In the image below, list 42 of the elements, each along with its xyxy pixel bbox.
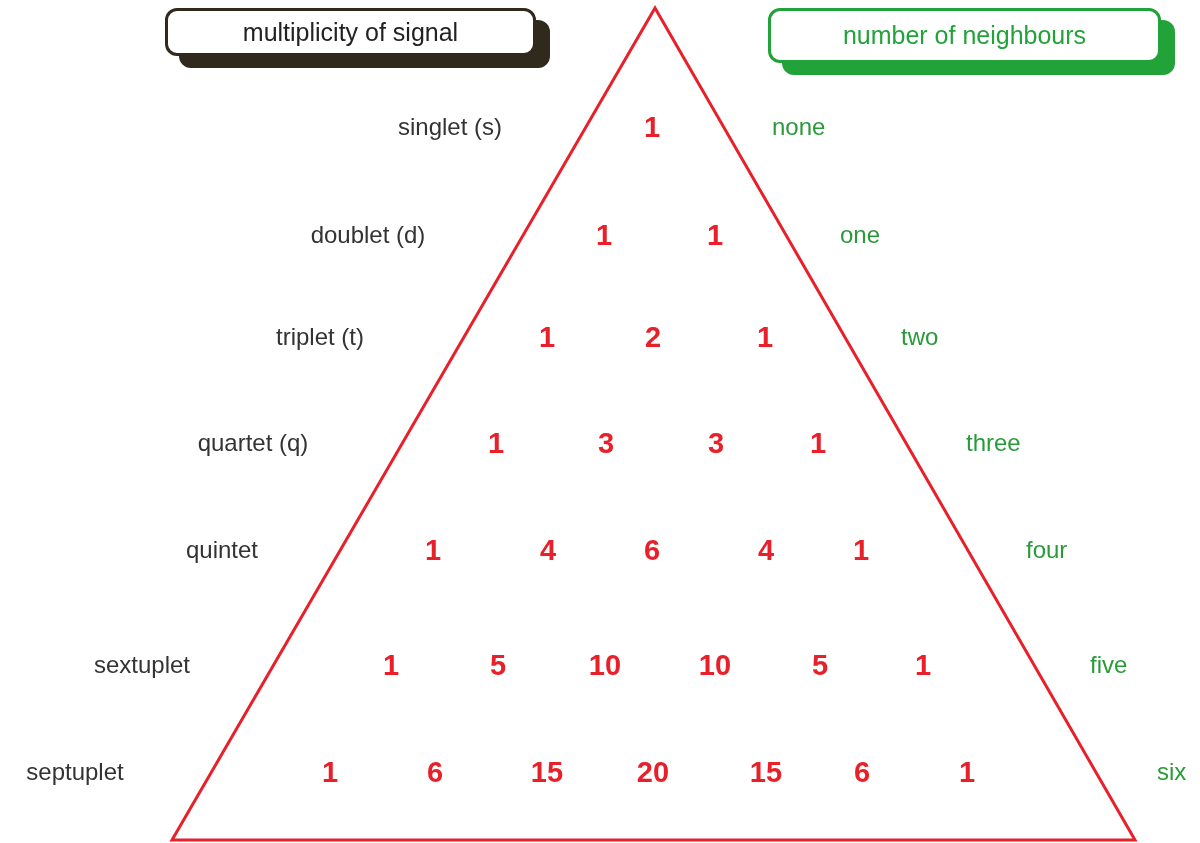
coefficient-number: 3 (597, 426, 615, 460)
coefficient-number: 1 (706, 218, 724, 252)
coefficient-number: 1 (958, 755, 976, 789)
multiplicity-label: quartet (q) (197, 429, 309, 457)
multiplicity-label: quintet (185, 536, 259, 564)
coefficient-number: 1 (809, 426, 827, 460)
coefficient-number: 1 (487, 426, 505, 460)
coefficient-number: 4 (539, 533, 557, 567)
coefficient-number: 1 (538, 320, 556, 354)
neighbour-count-label: six (1157, 758, 1187, 786)
coefficient-number: 10 (698, 648, 732, 682)
multiplicity-label: singlet (s) (398, 113, 502, 141)
coefficient-number: 1 (756, 320, 774, 354)
coefficient-number: 1 (595, 218, 613, 252)
coefficient-number: 3 (707, 426, 725, 460)
coefficient-number: 1 (321, 755, 339, 789)
coefficient-number: 1 (643, 110, 661, 144)
coefficient-number: 5 (811, 648, 829, 682)
coefficient-number: 2 (644, 320, 662, 354)
coefficient-number: 1 (424, 533, 442, 567)
neighbour-count-label: none (772, 113, 826, 141)
multiplicity-label: septuplet (26, 758, 124, 786)
coefficient-number: 1 (852, 533, 870, 567)
neighbour-count-label: two (901, 323, 939, 351)
coefficient-number: 1 (382, 648, 400, 682)
multiplicity-label: doublet (d) (310, 221, 426, 249)
neighbour-count-label: four (1026, 536, 1068, 564)
neighbour-count-label: five (1090, 651, 1128, 679)
coefficient-number: 15 (749, 755, 783, 789)
neighbour-count-label: one (840, 221, 881, 249)
multiplicity-label: triplet (t) (276, 323, 364, 351)
coefficient-number: 5 (489, 648, 507, 682)
neighbour-count-label: three (966, 429, 1021, 457)
coefficient-number: 20 (636, 755, 670, 789)
coefficient-number: 1 (914, 648, 932, 682)
coefficient-number: 6 (643, 533, 661, 567)
coefficient-number: 6 (426, 755, 444, 789)
coefficient-number: 4 (757, 533, 775, 567)
coefficient-number: 15 (530, 755, 564, 789)
coefficient-number: 10 (588, 648, 622, 682)
coefficient-number: 6 (853, 755, 871, 789)
multiplicity-label: sextuplet (93, 651, 191, 679)
